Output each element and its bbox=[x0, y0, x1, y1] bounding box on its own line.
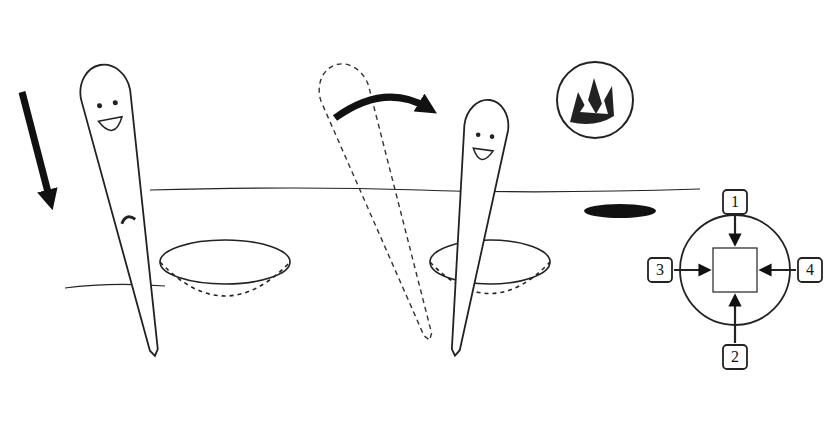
callout-number: 1 bbox=[723, 190, 747, 214]
hole bbox=[160, 240, 290, 284]
hole-depth bbox=[430, 262, 550, 294]
swing-arrow bbox=[335, 97, 428, 118]
horizon-line bbox=[150, 188, 700, 192]
callout-number: 3 bbox=[648, 258, 672, 282]
callout-number: 4 bbox=[798, 258, 822, 282]
stake bbox=[75, 60, 179, 360]
stake-ghost bbox=[311, 57, 453, 348]
sprout-icon bbox=[557, 62, 633, 138]
hole-depth bbox=[160, 262, 290, 296]
mark-ellipse bbox=[584, 204, 656, 218]
direction-symbol bbox=[648, 190, 822, 369]
stake bbox=[433, 97, 512, 359]
callout-number: 2 bbox=[723, 345, 747, 369]
push-arrow bbox=[22, 92, 50, 200]
